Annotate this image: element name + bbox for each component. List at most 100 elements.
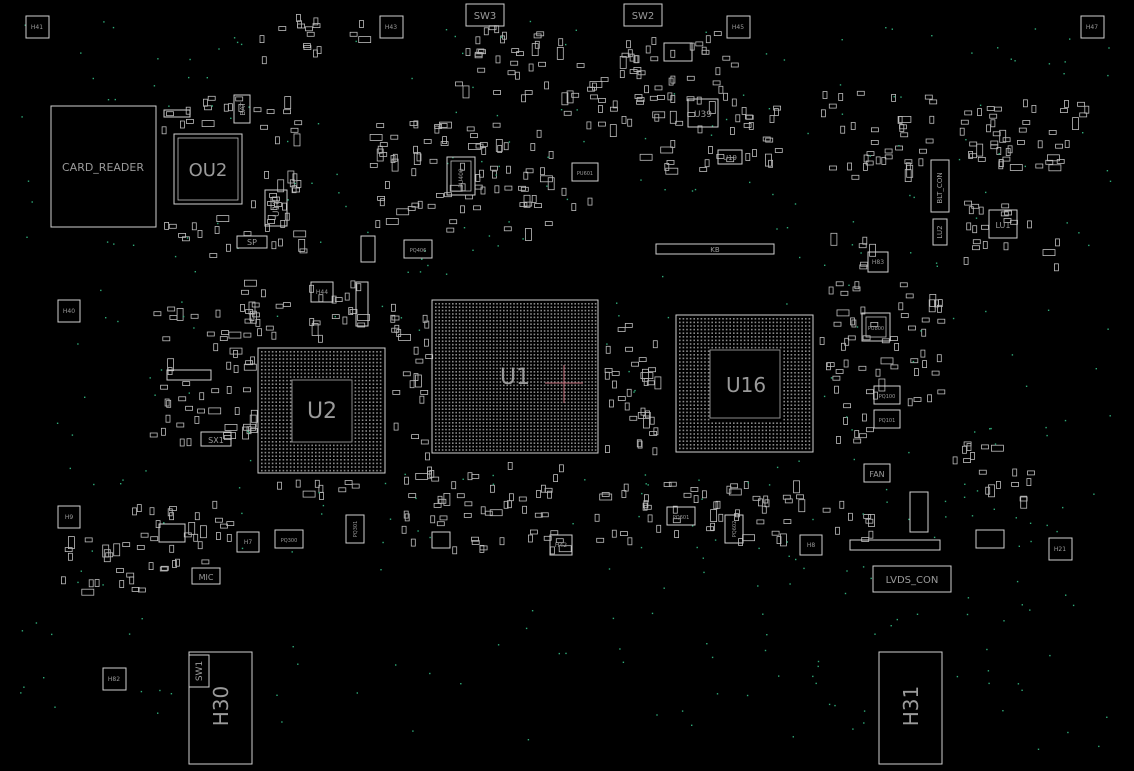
bga-ball (496, 432, 498, 434)
bga-ball (567, 303, 570, 305)
bga-ball (264, 394, 267, 396)
bga-ball (496, 374, 498, 376)
passive-component (393, 422, 399, 431)
via (1025, 385, 1028, 387)
bga-ball (469, 350, 471, 353)
bga-ball (540, 449, 542, 451)
passive-component (207, 95, 216, 101)
bga-ball (289, 426, 292, 429)
bga-ball (581, 337, 583, 339)
passive-component (647, 514, 653, 523)
bga-ball (472, 418, 474, 421)
bga-ball (275, 419, 277, 421)
bga-ball (499, 303, 502, 305)
via (1106, 170, 1109, 172)
bga-ball (581, 360, 583, 363)
bga-ball (379, 462, 382, 465)
bga-ball (297, 444, 299, 447)
bga-ball (584, 394, 587, 397)
bga-ball (523, 320, 525, 322)
bga-ball (801, 350, 803, 352)
bga-ball (268, 383, 270, 385)
bga-ball (733, 321, 735, 324)
bga-ball (475, 432, 478, 434)
via (321, 513, 323, 515)
bga-ball (261, 369, 263, 371)
bga-ball (743, 332, 746, 334)
passive-component (249, 428, 258, 433)
bga-ball (686, 393, 688, 396)
bga-ball (550, 371, 553, 373)
bga-ball (286, 405, 288, 407)
bga-ball (520, 442, 522, 444)
bga-ball (275, 426, 277, 429)
via (644, 137, 647, 140)
bga-ball (682, 354, 685, 356)
bga-ball (336, 469, 339, 472)
bga-ball (520, 411, 522, 414)
bga-ball (503, 306, 505, 308)
bga-ball (486, 360, 488, 363)
bga-ball (304, 358, 306, 360)
bga-ball (304, 369, 306, 371)
bga-ball (315, 351, 317, 353)
bga-ball (533, 442, 536, 444)
bga-ball (435, 340, 437, 342)
bga-ball (801, 393, 803, 396)
bga-ball (540, 391, 542, 393)
bga-ball (547, 326, 549, 329)
bga-ball (379, 423, 382, 425)
bga-ball (779, 422, 782, 424)
bga-ball (376, 462, 378, 465)
bga-ball (513, 398, 515, 400)
bga-ball (797, 321, 800, 324)
bga-ball (307, 466, 310, 468)
passive-component (798, 499, 806, 513)
bga-ball (438, 364, 440, 366)
bga-ball (530, 323, 532, 325)
bga-ball (797, 382, 800, 385)
bga-ball (462, 360, 464, 363)
bga-ball (591, 377, 593, 380)
bga-ball (325, 469, 328, 472)
bga-ball (475, 313, 478, 315)
bga-ball (588, 388, 590, 390)
bga-ball (697, 404, 699, 406)
via (236, 41, 239, 44)
passive-component (409, 121, 418, 126)
chip-u2[interactable]: U2 (257, 347, 386, 474)
bga-ball (523, 432, 525, 434)
bga-ball (564, 377, 566, 380)
bga-ball (715, 339, 717, 342)
bga-ball (445, 374, 447, 376)
bga-ball (733, 332, 735, 334)
bga-ball (489, 367, 491, 370)
passive-component (745, 153, 751, 161)
bga-ball (441, 320, 444, 322)
bga-ball (261, 444, 263, 447)
bga-ball (503, 323, 505, 325)
bga-ball (554, 371, 556, 373)
chip-u16[interactable]: U16 (675, 314, 814, 453)
bga-ball (472, 432, 474, 434)
bga-ball (486, 398, 488, 400)
bga-ball (574, 449, 576, 451)
bga-ball (304, 469, 306, 472)
bga-ball (543, 418, 546, 421)
passive-component (627, 118, 633, 127)
bga-ball (448, 343, 451, 346)
bga-ball (769, 336, 771, 338)
bga-ball (469, 428, 471, 431)
bga-ball (689, 372, 692, 374)
passive-component (701, 49, 710, 55)
bga-ball (496, 371, 498, 373)
bga-ball (445, 306, 447, 308)
bga-ball (268, 459, 270, 461)
bga-ball (462, 428, 464, 431)
bga-ball (503, 401, 505, 404)
bga-ball (567, 357, 570, 359)
bga-ball (790, 346, 793, 349)
bga-ball (537, 442, 539, 444)
chip-u1[interactable]: U1 (431, 299, 599, 454)
bga-ball (329, 365, 331, 367)
